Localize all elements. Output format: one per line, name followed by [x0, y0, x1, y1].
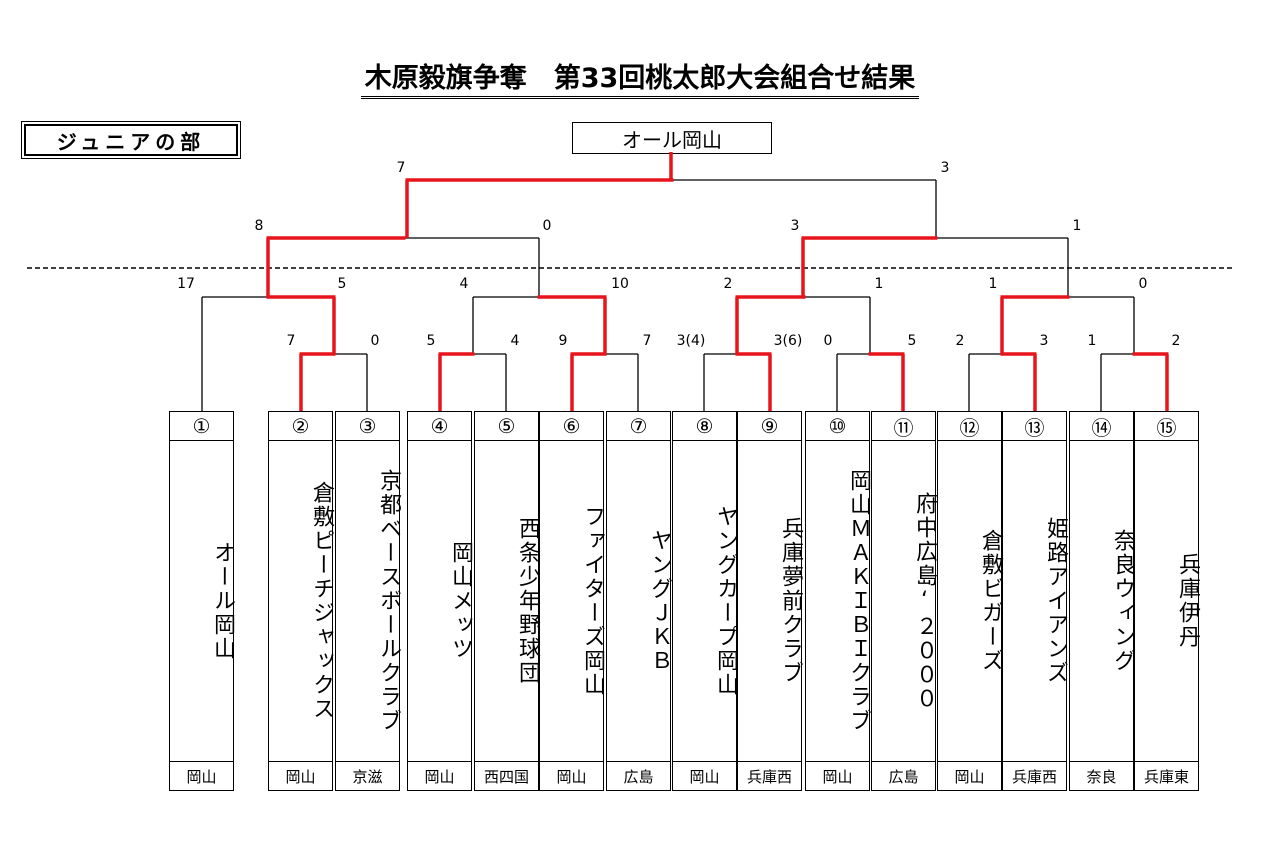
team-number: ⑭: [1070, 412, 1133, 441]
team-column: ② 倉敷ピーチジャックス 岡山: [268, 411, 334, 791]
team-column: ⑭ 奈良ウィング 奈良: [1069, 411, 1135, 791]
team-name: ファイターズ岡山: [580, 505, 605, 697]
team-number: ②: [269, 412, 332, 441]
score-r1-7: 3(6): [773, 333, 803, 349]
team-region: 広島: [607, 761, 670, 790]
division-label: ジュニアの部: [24, 124, 238, 156]
team-number: ④: [408, 412, 471, 441]
team-number: ⑩: [806, 412, 869, 441]
team-region: 岡山: [408, 761, 471, 790]
score-r2-7: 0: [1138, 276, 1148, 292]
team-region: 岡山: [673, 761, 736, 790]
team-number: ③: [336, 412, 399, 441]
team-region: 広島: [872, 761, 935, 790]
champion-box: オール岡山: [572, 122, 772, 154]
score-r1-12: 1: [1087, 333, 1097, 349]
score-r2-5: 1: [874, 276, 884, 292]
team-name: 倉敷ピーチジャックス: [309, 481, 334, 721]
team-name: 府中広島‘２０００: [912, 491, 937, 711]
team-column: ④ 岡山メッツ 岡山: [407, 411, 473, 791]
score-r2-6: 1: [988, 276, 998, 292]
team-number: ⑨: [738, 412, 801, 441]
score-r1-0: 7: [286, 333, 296, 349]
score-r2-0: 17: [177, 276, 195, 292]
team-name: 姫路アイアンズ: [1043, 517, 1068, 685]
score-r1-8: 0: [823, 333, 833, 349]
score-r1-3: 4: [510, 333, 520, 349]
team-region: 岡山: [269, 761, 332, 790]
team-name: 京都ベースボールクラブ: [376, 469, 401, 733]
score-r1-4: 9: [558, 333, 568, 349]
team-region: 岡山: [540, 761, 603, 790]
team-name: ヤングカープ岡山: [713, 505, 738, 697]
score-r2-2: 4: [459, 276, 469, 292]
score-r3-1: 0: [542, 218, 552, 234]
team-number: ⑮: [1135, 412, 1198, 441]
score-r2-4: 2: [723, 276, 733, 292]
team-number: ①: [170, 412, 233, 441]
team-number: ⑬: [1003, 412, 1066, 441]
score-r1-2: 5: [426, 333, 436, 349]
score-r2-3: 10: [611, 276, 629, 292]
team-region: 兵庫東: [1135, 761, 1198, 790]
team-number: ⑤: [475, 412, 538, 441]
team-name: オール岡山: [210, 541, 235, 661]
team-region: 岡山: [938, 761, 1001, 790]
team-column: ⑥ ファイターズ岡山 岡山: [539, 411, 605, 791]
team-region: 岡山: [806, 761, 869, 790]
team-region: 京滋: [336, 761, 399, 790]
page-title-text: 木原毅旗争奪 第33回桃太郎大会組合せ結果: [360, 63, 920, 99]
team-region: 兵庫西: [1003, 761, 1066, 790]
team-column: ⑨ 兵庫夢前クラブ 兵庫西: [737, 411, 803, 791]
team-column: ⑤ 西条少年野球団 西四国: [474, 411, 540, 791]
team-region: 兵庫西: [738, 761, 801, 790]
team-name: 兵庫夢前クラブ: [778, 517, 803, 685]
team-name: 岡山メッツ: [448, 541, 473, 661]
score-r1-13: 2: [1171, 333, 1181, 349]
team-column: ⑩ 岡山ＭＡＫＩＢＩクラブ 岡山: [805, 411, 871, 791]
team-number: ⑧: [673, 412, 736, 441]
team-column: ③ 京都ベースボールクラブ 京滋: [335, 411, 401, 791]
team-name: 奈良ウィング: [1110, 529, 1135, 673]
score-r1-10: 2: [955, 333, 965, 349]
team-number: ⑥: [540, 412, 603, 441]
score-r1-1: 0: [370, 333, 380, 349]
team-column: ⑪ 府中広島‘２０００ 広島: [871, 411, 937, 791]
team-name: 岡山ＭＡＫＩＢＩクラブ: [846, 469, 871, 733]
team-name: 西条少年野球団: [515, 517, 540, 685]
score-r3-3: 1: [1072, 218, 1082, 234]
score-r2-1: 5: [337, 276, 347, 292]
team-number: ⑪: [872, 412, 935, 441]
team-number: ⑦: [607, 412, 670, 441]
score-r1-6: 3(4): [676, 333, 706, 349]
score-r3-2: 3: [790, 218, 800, 234]
team-region: 西四国: [475, 761, 538, 790]
score-r1-5: 7: [642, 333, 652, 349]
team-column: ⑮ 兵庫伊丹 兵庫東: [1134, 411, 1200, 791]
team-column: ⑦ ヤングＪＫＢ 広島: [606, 411, 672, 791]
page-title: 木原毅旗争奪 第33回桃太郎大会組合せ結果: [0, 56, 1280, 99]
score-r1-11: 3: [1039, 333, 1049, 349]
score-r4-0: 7: [396, 160, 406, 176]
team-region: 岡山: [170, 761, 233, 790]
team-region: 奈良: [1070, 761, 1133, 790]
score-r1-9: 5: [907, 333, 917, 349]
team-column: ⑬ 姫路アイアンズ 兵庫西: [1002, 411, 1068, 791]
team-name: 倉敷ビガーズ: [978, 529, 1003, 673]
score-r4-1: 3: [940, 160, 950, 176]
team-name: ヤングＪＫＢ: [647, 529, 672, 673]
team-column: ① オール岡山 岡山: [169, 411, 235, 791]
score-r3-0: 8: [254, 218, 264, 234]
team-name: 兵庫伊丹: [1175, 553, 1200, 649]
team-column: ⑧ ヤングカープ岡山 岡山: [672, 411, 738, 791]
team-number: ⑫: [938, 412, 1001, 441]
team-column: ⑫ 倉敷ビガーズ 岡山: [937, 411, 1003, 791]
